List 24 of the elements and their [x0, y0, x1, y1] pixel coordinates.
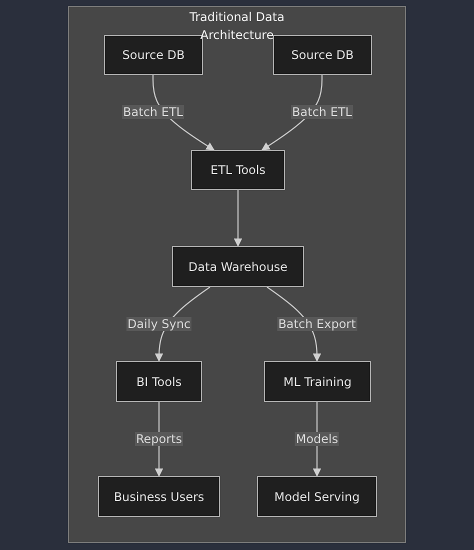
box-label: BI Tools — [136, 374, 182, 388]
process-box — [172, 246, 304, 287]
box-label: Model Serving — [274, 490, 360, 504]
group-title: Traditional Data Architecture — [188, 9, 286, 44]
edge-label: Daily Sync — [126, 317, 192, 331]
box-label: Source DB — [291, 48, 354, 62]
edge-label: Models — [294, 432, 340, 446]
edge-label: Batch ETL — [291, 105, 353, 119]
box-label: Data Warehouse — [188, 260, 288, 274]
process-box — [257, 476, 377, 517]
process-box — [191, 150, 285, 190]
box-label: Source DB — [122, 48, 185, 62]
group-container — [68, 6, 406, 543]
edge-label: Batch ETL — [122, 105, 184, 119]
box-label: ML Training — [283, 374, 352, 388]
arrow — [234, 190, 242, 247]
edge-label: Batch Export — [277, 317, 357, 331]
edge-label: Reports — [134, 432, 184, 446]
process-box — [264, 361, 371, 402]
box-label: ETL Tools — [210, 163, 266, 177]
process-box — [116, 361, 202, 402]
process-box — [273, 35, 372, 75]
process-box — [98, 476, 220, 517]
box-label: Business Users — [114, 490, 204, 504]
